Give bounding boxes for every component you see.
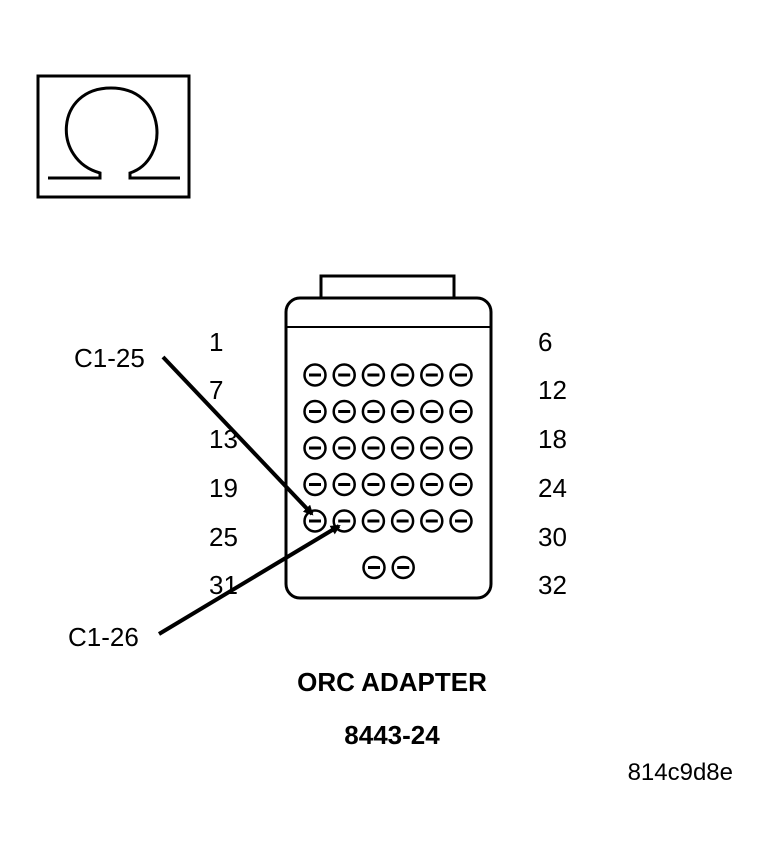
pin-label-1: 1: [209, 327, 223, 357]
callout-label-c1-26: C1-26: [68, 622, 139, 652]
pin-label-6: 6: [538, 327, 552, 357]
pin-label-7: 7: [209, 375, 223, 405]
pin-socket-17: [420, 436, 444, 460]
pin-labels-right: 6 12 18 24 30 32: [538, 327, 567, 600]
pin-label-12: 12: [538, 375, 567, 405]
pin-socket-31: [362, 555, 386, 580]
pin-socket-2: [332, 363, 356, 387]
pin-socket-30: [449, 509, 473, 533]
pin-socket-28: [390, 509, 415, 533]
reference-code: 814c9d8e: [628, 759, 733, 786]
pin-label-25: 25: [209, 522, 238, 552]
pin-socket-14: [332, 436, 356, 460]
pin-socket-25: [303, 509, 327, 533]
pin-socket-19: [303, 472, 327, 497]
pin-socket-15: [361, 436, 386, 460]
pin-labels-left: 1 7 13 19 25 31: [209, 327, 238, 600]
pin-label-24: 24: [538, 473, 567, 503]
caption-part-number: 8443-24: [344, 720, 440, 750]
pin-socket-21: [361, 472, 386, 497]
caption-title: ORC ADAPTER: [297, 667, 487, 697]
pin-socket-12: [449, 399, 473, 424]
pin-socket-23: [420, 472, 444, 497]
pin-socket-13: [303, 436, 327, 460]
pin-socket-5: [420, 363, 444, 387]
pin-socket-24: [449, 472, 473, 497]
pin-socket-8: [332, 399, 356, 424]
pin-socket-6: [449, 363, 473, 387]
pin-socket-18: [449, 436, 473, 460]
callout-arrow-c1-26: [157, 524, 341, 636]
callout-arrow-c1-25: [161, 355, 314, 516]
pin-socket-3: [361, 363, 386, 387]
pin-socket-4: [390, 363, 415, 387]
pin-label-32: 32: [538, 570, 567, 600]
ohm-icon: [36, 74, 191, 199]
pin-socket-29: [420, 509, 444, 533]
pin-socket-27: [361, 509, 386, 533]
pin-socket-22: [390, 472, 415, 497]
pin-socket-1: [303, 363, 327, 387]
pin-label-19: 19: [209, 473, 238, 503]
pin-socket-10: [390, 399, 415, 424]
pin-socket-9: [361, 399, 386, 424]
callout-label-c1-25: C1-25: [74, 343, 145, 373]
connector-pins: [303, 363, 473, 580]
pin-label-18: 18: [538, 424, 567, 454]
pin-label-30: 30: [538, 522, 567, 552]
pin-socket-20: [332, 472, 356, 497]
pin-socket-11: [420, 399, 444, 424]
pin-socket-32: [391, 555, 415, 580]
pin-socket-16: [390, 436, 415, 460]
pin-socket-7: [303, 399, 327, 424]
